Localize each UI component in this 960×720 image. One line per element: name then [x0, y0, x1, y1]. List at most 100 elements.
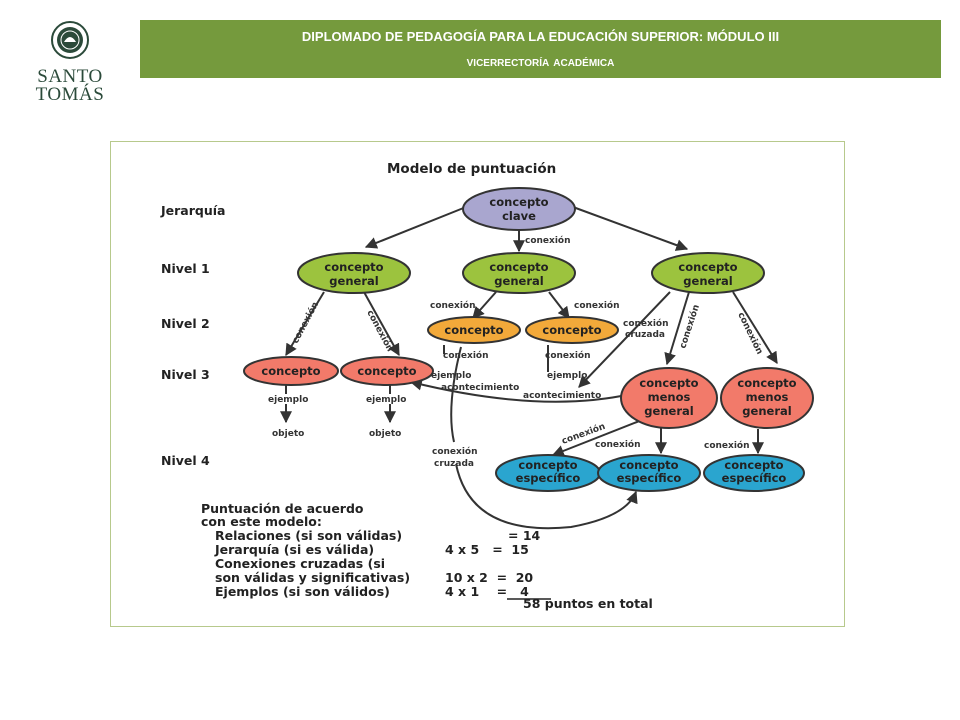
- cross-label-top-1: conexión: [623, 318, 669, 329]
- curve-cross-connection-left: [450, 346, 462, 443]
- less-general-1-line-3: general: [644, 404, 693, 418]
- general-3-line-1: concepto: [678, 260, 737, 274]
- score-item-5: Ejemplos (si son válidos): [215, 584, 390, 599]
- arrow-cross-connection-event: [409, 378, 632, 403]
- key-concept-line-1: concepto: [489, 195, 548, 209]
- santo-tomas-logo: SANTO TOMÁS: [20, 14, 120, 106]
- link-label-concept-d: conexión: [545, 350, 591, 361]
- cross-label-bottom-2: cruzada: [434, 459, 474, 469]
- general-1-line-1: concepto: [324, 260, 383, 274]
- less-general-2-line-2: menos: [746, 390, 789, 404]
- arrow-general-to-lessgeneral-b: [732, 291, 778, 365]
- score-heading-1: Puntuación de acuerdo: [201, 501, 364, 516]
- santo-tomas-seal-icon: [51, 21, 89, 59]
- link-label-nivel2-left: conexión: [430, 300, 476, 311]
- link-label-diag-1: conexión: [290, 300, 321, 345]
- page-subtitle: VICERRECTORÍA ACADÉMICA: [466, 58, 615, 69]
- level-label-4: Nivel 4: [161, 453, 210, 468]
- level-label-2: Nivel 2: [161, 316, 210, 331]
- arrow-cross-connection-top: [578, 291, 671, 388]
- example-label-a: ejemplo: [268, 395, 308, 405]
- node-key-concept: [462, 187, 576, 231]
- specific-2-line-2: específico: [617, 471, 682, 485]
- concept-c-label: concepto: [444, 323, 503, 337]
- node-concept-c: [427, 316, 521, 344]
- link-label-specific-3: conexión: [704, 440, 750, 451]
- score-item-4: son válidas y significativas): [215, 570, 410, 585]
- diagram-title: Modelo de puntuación: [387, 161, 556, 177]
- score-total: 58 puntos en total: [523, 596, 653, 611]
- arrow-general-to-concept-a: [285, 291, 325, 357]
- key-concept-line-2: clave: [502, 209, 536, 223]
- node-less-general-2: [720, 367, 814, 429]
- object-label-b: objeto: [369, 429, 401, 439]
- less-general-1-line-1: concepto: [639, 376, 698, 390]
- general-3-line-2: general: [683, 274, 732, 288]
- node-concept-b: [340, 356, 434, 386]
- score-item-2: Jerarquía (si es válida): [214, 542, 374, 557]
- arrow-general-to-concept-d: [548, 291, 570, 319]
- object-label-a: objeto: [272, 429, 304, 439]
- arrow-general-to-concept-b: [363, 291, 400, 357]
- concept-b-label: concepto: [357, 364, 416, 378]
- level-label-0: Jerarquía: [160, 203, 225, 218]
- example-label-c: ejemplo: [431, 371, 471, 381]
- general-2-line-2: general: [494, 274, 543, 288]
- node-labels: concepto clave concepto general concepto…: [261, 195, 796, 485]
- cross-label-bottom-1: conexión: [432, 446, 478, 457]
- concept-map-diagram: Modelo de puntuación Jerarquía Nivel 1 N…: [160, 161, 814, 611]
- node-specific-3: [703, 454, 805, 492]
- score-heading-2: con este modelo:: [201, 514, 322, 529]
- score-calc-3: 10 x 2 = 20: [445, 570, 533, 585]
- score-item-1: Relaciones (si son válidas): [215, 528, 402, 543]
- logo-line-1: SANTO: [37, 66, 103, 87]
- concept-a-label: concepto: [261, 364, 320, 378]
- general-2-line-1: concepto: [489, 260, 548, 274]
- arrow-lessgeneral-to-specific-a: [551, 419, 643, 457]
- event-label-c: acontecimiento: [441, 383, 519, 393]
- arrow-general-to-lessgeneral-a: [664, 291, 690, 366]
- score-calc-2: 4 x 5 = 15: [445, 542, 529, 557]
- concept-nodes: [243, 187, 814, 492]
- link-label-diag-4: conexión: [735, 310, 765, 356]
- header-banner: DIPLOMADO DE PEDAGOGÍA PARA LA EDUCACIÓN…: [140, 20, 941, 78]
- score-calc-1: = 14: [508, 528, 541, 543]
- node-general-2: [462, 252, 576, 294]
- less-general-2-line-3: general: [742, 404, 791, 418]
- link-label-diag-3: conexión: [677, 303, 702, 350]
- diagram-frame: Modelo de puntuación Jerarquía Nivel 1 N…: [110, 141, 845, 627]
- link-label-top: conexión: [525, 235, 571, 246]
- link-label-concept-c: conexión: [443, 350, 489, 361]
- example-label-d: ejemplo: [547, 371, 587, 381]
- specific-2-line-1: concepto: [619, 458, 678, 472]
- node-less-general-1: [620, 367, 718, 429]
- link-label-diag-2: conexión: [364, 308, 395, 353]
- general-1-line-2: general: [329, 274, 378, 288]
- arrow-general-to-concept-c: [472, 291, 497, 319]
- node-general-3: [651, 252, 765, 294]
- cross-label-top-2: cruzada: [625, 330, 665, 340]
- level-label-1: Nivel 1: [161, 261, 210, 276]
- arrow-key-to-general-3: [572, 206, 689, 251]
- specific-3-line-1: concepto: [724, 458, 783, 472]
- level-label-3: Nivel 3: [161, 367, 210, 382]
- node-concept-a: [243, 356, 339, 386]
- node-concept-d: [525, 316, 619, 344]
- event-label-d: acontecimiento: [523, 391, 601, 401]
- arrow-key-to-general-1: [364, 206, 467, 249]
- less-general-2-line-1: concepto: [737, 376, 796, 390]
- specific-1-line-2: específico: [516, 471, 581, 485]
- logo-line-2: TOMÁS: [35, 84, 105, 105]
- specific-1-line-1: concepto: [518, 458, 577, 472]
- arrow-cross-connection-bottom: [455, 463, 638, 530]
- less-general-1-line-2: menos: [648, 390, 691, 404]
- link-label-specific-2: conexión: [595, 439, 641, 450]
- specific-3-line-2: específico: [722, 471, 787, 485]
- node-general-1: [297, 252, 411, 294]
- concept-d-label: concepto: [542, 323, 601, 337]
- page-title: DIPLOMADO DE PEDAGOGÍA PARA LA EDUCACIÓN…: [301, 29, 780, 44]
- link-label-nivel2-right: conexión: [574, 300, 620, 311]
- score-section: Puntuación de acuerdo con este modelo: R…: [201, 501, 653, 611]
- example-label-b: ejemplo: [366, 395, 406, 405]
- score-item-3: Conexiones cruzadas (si: [215, 556, 385, 571]
